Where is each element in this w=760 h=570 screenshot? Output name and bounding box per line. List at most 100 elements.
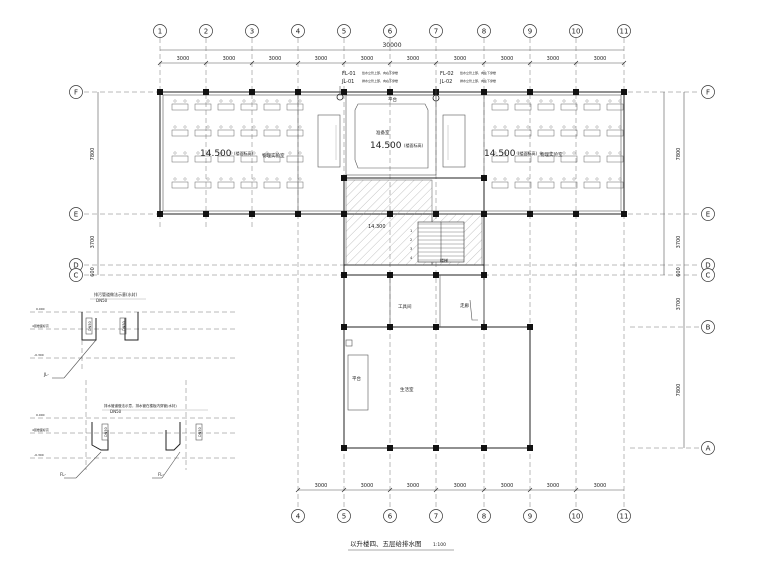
left-room-label: 物理实验室	[262, 152, 285, 159]
seat	[288, 177, 292, 181]
dim-tick	[433, 60, 439, 66]
seat	[618, 125, 622, 129]
structural-column	[481, 324, 487, 330]
lab-desk	[171, 129, 189, 137]
seat	[526, 125, 530, 129]
svg-text:8: 8	[482, 513, 486, 521]
seat	[526, 177, 530, 181]
lab-desk	[537, 181, 555, 189]
lower-small-room-label: 工具间	[398, 303, 412, 310]
seat	[516, 177, 520, 181]
axis-bubble-bottom-6: 6	[383, 509, 397, 523]
structural-column	[481, 89, 487, 95]
seat	[173, 151, 177, 155]
seat	[618, 99, 622, 103]
elevation-right-note: (楼面标高)	[518, 150, 538, 156]
top-bay-dimension: 3000	[547, 56, 560, 62]
axis-bubble-top-4: 4	[291, 24, 305, 38]
lab-desk	[171, 103, 189, 111]
axis-bubble-top-6: 6	[383, 24, 397, 38]
structural-column	[387, 89, 393, 95]
detail-lower-level-top: 0.000	[36, 413, 45, 417]
structural-column	[341, 445, 347, 451]
detail-lower-pipe-right: DN50	[198, 427, 202, 437]
lab-desk	[583, 129, 601, 137]
lab-desk	[240, 103, 258, 111]
structural-columns	[157, 89, 627, 451]
dim-E-D-left: 3700	[90, 236, 96, 249]
pipe-note-jl02: 排水立管上部，向左下穿楼	[460, 78, 496, 83]
structural-column	[481, 272, 487, 278]
bottom-bay-dimension: 3000	[594, 483, 607, 489]
structural-column	[249, 89, 255, 95]
svg-text:3: 3	[250, 28, 254, 36]
detail-upper-level-floor: 4层楼面标高	[32, 323, 49, 328]
lab-desk	[560, 129, 578, 137]
svg-text:F: F	[74, 89, 78, 97]
svg-text:D: D	[705, 262, 710, 270]
bottom-bay-dimension: 3000	[361, 483, 374, 489]
central-room	[317, 94, 466, 176]
structural-column	[249, 211, 255, 217]
axis-bubble-left-F: F	[69, 85, 83, 99]
seat	[265, 151, 269, 155]
stair-step-label: 4	[410, 256, 413, 260]
axis-bubble-left-C: C	[69, 268, 83, 282]
seat	[539, 151, 543, 155]
dim-tick	[527, 60, 533, 66]
seat	[275, 99, 279, 103]
lab-desk	[286, 129, 304, 137]
top-bay-dimension: 3000	[594, 56, 607, 62]
axis-bubble-right-B: B	[701, 320, 715, 334]
seat	[173, 125, 177, 129]
seat	[252, 151, 256, 155]
lab-desk	[491, 103, 509, 111]
svg-text:A: A	[706, 445, 711, 453]
structural-column	[295, 211, 301, 217]
svg-text:7: 7	[434, 513, 438, 521]
seat	[549, 151, 553, 155]
detail-upper-level-bottom: -0.300	[34, 353, 44, 357]
seat	[242, 177, 246, 181]
pipe-tag-jl01: JL-01	[341, 79, 354, 85]
axis-bubble-top-9: 9	[523, 24, 537, 38]
structural-column	[341, 175, 347, 181]
axis-bubble-bottom-10: 10	[569, 509, 583, 523]
seat	[595, 177, 599, 181]
detail-upper-level-top: 0.000	[36, 307, 45, 311]
dim-tick	[387, 60, 393, 66]
seat	[493, 99, 497, 103]
structural-column	[481, 445, 487, 451]
seat	[265, 125, 269, 129]
seat	[173, 99, 177, 103]
seat	[298, 99, 302, 103]
elevation-stair: 14.300	[368, 224, 386, 230]
bottom-bay-dimension: 3000	[547, 483, 560, 489]
seat	[298, 151, 302, 155]
seat	[539, 177, 543, 181]
seat	[503, 99, 507, 103]
dim-tick	[387, 487, 393, 493]
seat	[206, 151, 210, 155]
seat	[516, 99, 520, 103]
top-bay-dimension: 3000	[269, 56, 282, 62]
seat	[516, 151, 520, 155]
seat	[595, 125, 599, 129]
seat	[608, 151, 612, 155]
axis-bubble-top-2: 2	[199, 24, 213, 38]
seat	[219, 151, 223, 155]
svg-text:8: 8	[482, 28, 486, 36]
svg-text:C: C	[74, 272, 79, 280]
structural-column	[341, 211, 347, 217]
svg-text:6: 6	[388, 28, 393, 36]
structural-column	[481, 175, 487, 181]
seat	[572, 151, 576, 155]
pipe-tag-fl01: FL-01	[342, 71, 356, 77]
structural-column	[433, 445, 439, 451]
seat	[229, 99, 233, 103]
structural-column	[433, 272, 439, 278]
detail-upper-pipe-size: DN50	[96, 298, 108, 303]
seat	[516, 125, 520, 129]
lab-desk	[194, 155, 212, 163]
